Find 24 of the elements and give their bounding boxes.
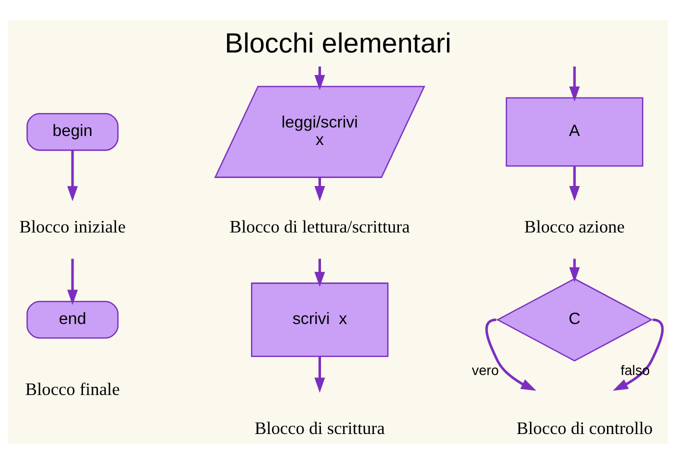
arrow	[485, 318, 536, 390]
arrow	[314, 356, 326, 392]
node-box: scrivi x	[251, 282, 388, 356]
node-label: Blocco azione	[524, 216, 625, 236]
arrow	[314, 176, 326, 201]
edge-label: vero	[472, 361, 499, 378]
diagram-title: Blocchi elementari	[224, 26, 452, 58]
node-label: Blocco iniziale	[19, 216, 126, 236]
node-label: Blocco finale	[25, 378, 120, 399]
node-label: Blocco di controllo	[516, 418, 653, 438]
node-label: Blocco di scrittura	[254, 418, 385, 438]
node-label: Blocco di lettura/scrittura	[230, 216, 410, 236]
arrow	[67, 258, 78, 304]
arrow	[314, 66, 326, 90]
arrow	[569, 66, 580, 102]
node-box: end	[26, 300, 119, 338]
arrow	[569, 166, 580, 201]
node-diamond: C	[496, 278, 653, 361]
node-box: begin	[26, 112, 119, 150]
arrow	[314, 258, 326, 286]
arrow	[67, 150, 78, 201]
node-box: A	[506, 96, 644, 166]
arrow	[569, 258, 580, 282]
arrow	[612, 318, 664, 390]
